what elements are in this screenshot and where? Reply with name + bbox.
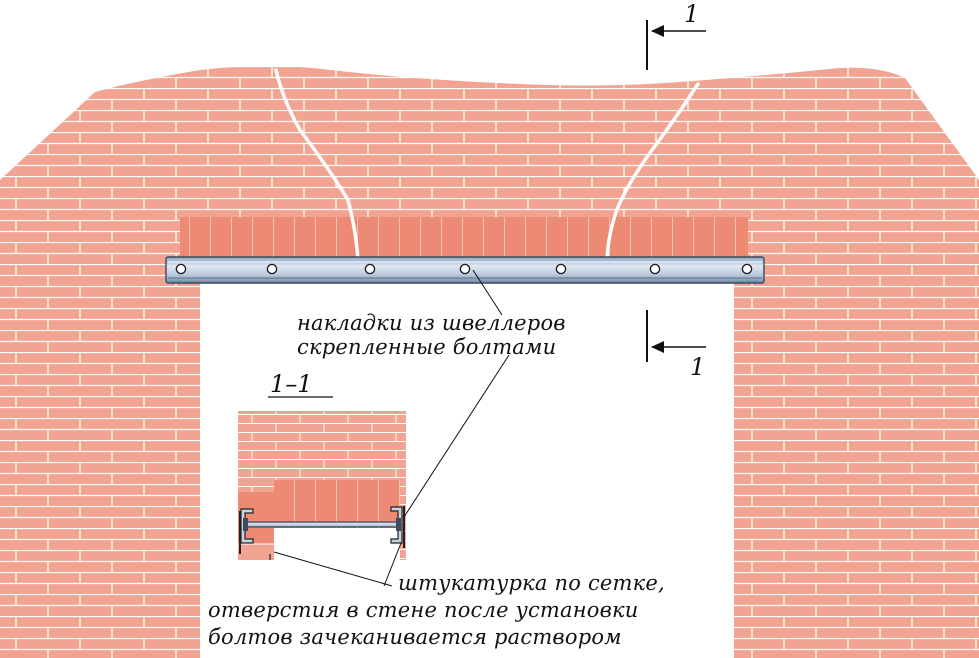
- channels-label-line1: накладки из швеллеров: [297, 311, 566, 335]
- bolt-icon: [649, 263, 661, 275]
- section-marker-bottom-label: 1: [690, 353, 706, 381]
- plaster-label-line2: отверстия в стене после установки: [208, 598, 639, 622]
- bolt-icon: [555, 263, 567, 275]
- bolt-icon: [741, 263, 753, 275]
- bolt-icon: [175, 263, 187, 275]
- section-inset: [238, 411, 406, 560]
- wall-crack-left: [274, 68, 360, 262]
- brick-lintel: [180, 217, 748, 259]
- leader-line: [472, 269, 503, 316]
- section-title: 1–1: [270, 370, 313, 398]
- bolt-icon: [459, 263, 471, 275]
- leader-line: [403, 354, 510, 518]
- bolt-row: [175, 263, 753, 275]
- leader-line: [383, 542, 402, 587]
- section-arrow-icon: [646, 310, 706, 362]
- bolt-icon: [266, 263, 278, 275]
- plaster-label-line1: штукатурка по сетке,: [398, 571, 665, 595]
- section-marker-top-label: 1: [684, 0, 700, 28]
- channels-label-line2: скрепленные болтами: [297, 335, 557, 359]
- leader-line: [273, 551, 393, 587]
- wall-crack-right: [605, 82, 700, 262]
- bolt-icon: [364, 263, 376, 275]
- section-arrow-icon: [646, 20, 706, 70]
- plaster-label-line3: болтов зачеканивается раствором: [208, 625, 622, 649]
